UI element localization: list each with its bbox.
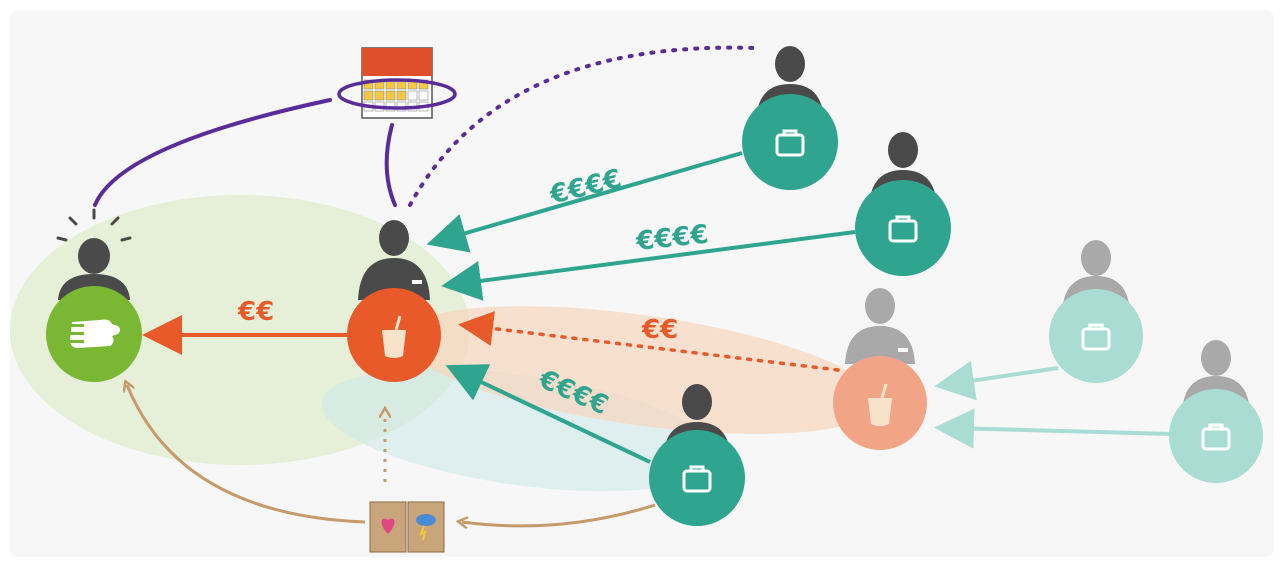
person-icon: [1081, 240, 1111, 276]
person-icon: [682, 384, 712, 420]
purple-link-retailer: [384, 123, 397, 207]
heart-rain-cards-icon: [369, 501, 445, 553]
person-icon: [1201, 340, 1231, 376]
faded-retailer-node: [833, 288, 927, 450]
idea-rays-icon: [56, 208, 132, 242]
faded-supplier-node-1: [1049, 240, 1143, 383]
supplier-node-3: [649, 384, 745, 526]
supplier-flow-2: [441, 230, 856, 301]
retailer-node: [347, 220, 441, 382]
calendar-icon: [337, 47, 457, 119]
supplier-node-1: [742, 46, 838, 190]
person-icon: [78, 238, 110, 274]
hand-icon: [68, 319, 120, 348]
purple-link-customer: [93, 98, 332, 207]
supplier-flow-1: [426, 151, 743, 253]
cards-to-customer-flow: [127, 385, 366, 524]
faded-supplier-node-2: [1169, 340, 1263, 483]
person-icon: [379, 220, 409, 256]
money-label-retailer-dotted: €€: [641, 315, 678, 345]
money-label-retailer: €€: [237, 297, 274, 327]
person-icon: [775, 46, 805, 82]
faded-supplier-flow-1: [934, 360, 1059, 401]
faded-supplier-flow-2: [934, 408, 1173, 449]
supplier-to-cards-flow: [462, 503, 656, 526]
person-icon: [888, 132, 918, 168]
supplier-flow-3: [445, 364, 651, 464]
person-icon: [865, 288, 895, 324]
customer-node: [46, 208, 142, 382]
supplier-node-2: [855, 132, 951, 276]
retailer-dotted-flow: [458, 311, 840, 372]
